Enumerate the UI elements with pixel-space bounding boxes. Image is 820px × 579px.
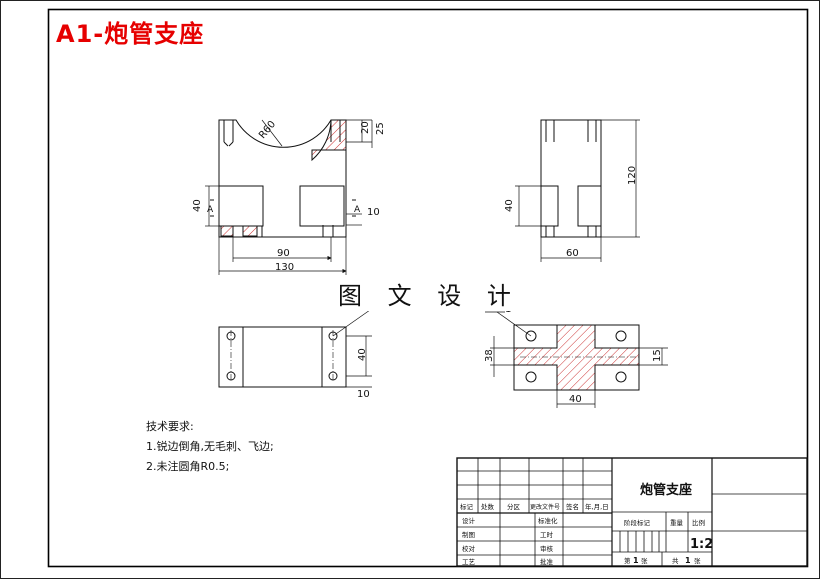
tb-sheet-no-label: 第 [624,556,631,565]
watermark: 图 文 设 计 [338,276,520,311]
tb-part-name: 炮管支座 [640,482,692,498]
side-view-labels: 120 40 60 [504,166,638,259]
dim-top-1: 20 [360,121,371,134]
tb-sheet-unit: 张 [694,556,701,565]
title-block-text: 标记 处数 分区 更改文件号 签名 年,月,日 设计 制图 校对 工艺 标准化 … [460,482,713,566]
tb-sheet-total-label: 共 [672,556,679,565]
dim-section-height: 38 [484,349,495,362]
dim-right: 10 [367,207,380,218]
inner-frame [47,8,809,568]
tb-header-1: 处数 [481,502,495,511]
tb-scale: 1:2 [690,537,713,552]
tb-stage-0: 阶段标记 [624,518,651,527]
dim-top-offset: 10 [357,389,370,400]
tb-left-2: 校对 [462,544,476,553]
dim-section-width: 40 [569,394,582,405]
dim-side-height: 120 [627,166,638,185]
tb-sheet-no: 1 [633,556,639,565]
title-block [456,457,808,567]
tech-requirements-heading: 技术要求: [146,420,194,433]
section-mark-left: A [207,205,214,215]
top-view [218,309,388,388]
tb-header-0: 标记 [460,502,474,511]
tb-left-3: 工艺 [462,558,476,566]
section-view [485,311,668,408]
tb-stage-2: 比例 [692,518,705,527]
dim-top-depth: 40 [357,348,368,361]
tb-header-3: 更改文件号 [530,503,560,511]
tech-requirement-2: 2.未注圆角R0.5; [146,460,230,473]
tb-sheet-total: 1 [685,556,691,565]
sheet-title: A1-炮管支座 [56,20,205,48]
tb-sheet-no-unit: 张 [641,556,648,565]
tb-header-2: 分区 [507,502,521,511]
tb-mid-0: 标准化 [538,516,558,525]
side-view [515,119,640,262]
dim-section-right: 15 [652,349,663,362]
tb-left-1: 制图 [462,530,475,539]
tb-mid-2: 审核 [540,544,554,553]
dim-side-height-lower: 40 [504,199,515,212]
dim-radius: R60 [257,119,278,141]
tb-left-0: 设计 [462,516,476,525]
section-mark-right: A [354,205,361,215]
tb-header-5: 年,月,日 [585,502,609,511]
tech-requirement-1: 1.锐边倒角,无毛刺、飞边; [146,440,274,453]
front-view [205,119,373,275]
dim-side-width: 60 [566,248,579,259]
tb-stage-1: 重量 [670,519,684,527]
dim-top-2: 25 [375,122,386,135]
dim-inner-width: 90 [277,248,290,259]
dim-overall-width: 130 [275,262,294,273]
tb-header-4: 签名 [566,502,579,511]
top-view-labels: 40 10 [357,348,370,400]
tb-mid-1: 工时 [540,530,554,539]
tb-mid-3: 批准 [540,557,554,566]
dim-height-left: 40 [192,199,203,212]
